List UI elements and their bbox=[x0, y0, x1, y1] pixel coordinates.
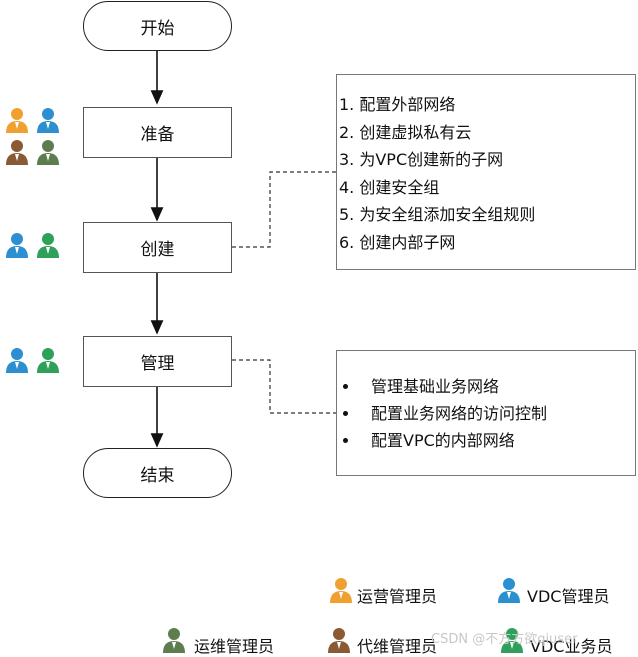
legend-maintenance-admin-icon bbox=[163, 628, 185, 653]
create-step-item: 3. 为VPC创建新的子网 bbox=[339, 150, 504, 169]
person-orange-icon bbox=[6, 108, 28, 133]
start-label: 开始 bbox=[140, 18, 175, 39]
manage-step-item: 配置VPC的内部网络 bbox=[337, 427, 635, 454]
legend-ops-admin-icon bbox=[330, 578, 352, 603]
create-step-item: 2. 创建虚拟私有云 bbox=[339, 122, 472, 142]
prepare-label: 准备 bbox=[140, 125, 175, 145]
manage-steps-note: 管理基础业务网络 配置业务网络的访问控制 配置VPC的内部网络 bbox=[336, 350, 636, 476]
legend-label: 代维管理员 bbox=[357, 637, 438, 656]
dashed-link-manage-note bbox=[232, 359, 336, 414]
create-step: 创建 bbox=[83, 222, 232, 273]
person-blue-icon bbox=[37, 108, 59, 133]
legend-label: VDC业务员 bbox=[530, 637, 613, 656]
create-step-item: 4. 创建安全组 bbox=[339, 177, 440, 197]
person-brown-icon bbox=[6, 140, 28, 165]
dashed-link-create-note bbox=[232, 171, 336, 248]
create-steps-note: 1. 配置外部网络 2. 创建虚拟私有云 3. 为VPC创建新的子网 4. 创建… bbox=[336, 74, 636, 270]
manage-label: 管理 bbox=[140, 354, 175, 374]
prepare-step: 准备 bbox=[83, 107, 232, 158]
person-blue-icon bbox=[6, 233, 28, 258]
legend-vdc-operator-icon bbox=[501, 628, 523, 653]
manage-step-item: 管理基础业务网络 bbox=[337, 373, 635, 400]
legend-label: VDC管理员 bbox=[527, 587, 610, 606]
create-step-item: 5. 为安全组添加安全组规则 bbox=[339, 205, 536, 224]
person-green-icon bbox=[37, 348, 59, 373]
person-blue-icon bbox=[6, 348, 28, 373]
legend-label: 运营管理员 bbox=[357, 587, 438, 606]
start-node: 开始 bbox=[83, 1, 232, 51]
manage-step: 管理 bbox=[83, 336, 232, 387]
legend-label: 运维管理员 bbox=[194, 637, 275, 656]
end-label: 结束 bbox=[140, 465, 175, 486]
person-olive-icon bbox=[37, 140, 59, 165]
watermark: CSDN @不方方欲qiuser bbox=[431, 632, 578, 647]
legend-agent-admin-icon bbox=[328, 628, 350, 653]
legend-vdc-admin-icon bbox=[498, 578, 520, 603]
manage-step-item: 配置业务网络的访问控制 bbox=[337, 400, 635, 427]
person-green-icon bbox=[37, 233, 59, 258]
end-node: 结束 bbox=[83, 448, 232, 498]
create-step-item: 6. 创建内部子网 bbox=[339, 232, 456, 252]
create-label: 创建 bbox=[140, 240, 175, 260]
create-step-item: 1. 配置外部网络 bbox=[339, 95, 456, 114]
